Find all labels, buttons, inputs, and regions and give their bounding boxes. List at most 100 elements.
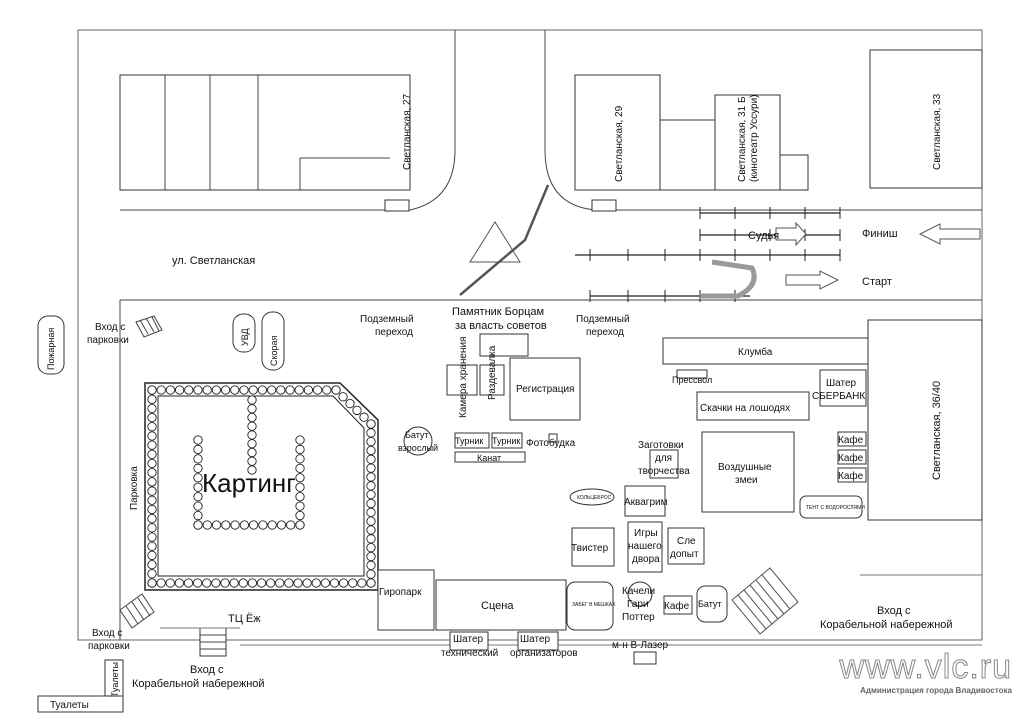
tire-ring	[366, 551, 376, 562]
tire-ring	[202, 520, 212, 530]
tire-ring	[247, 465, 257, 475]
wardrobe-box	[479, 364, 505, 396]
tire-ring	[147, 440, 157, 450]
tent-tech-line1: Шатер	[453, 634, 484, 645]
tire-ring	[329, 578, 340, 588]
tire-ring	[230, 385, 240, 395]
rope-label: Канат	[477, 453, 501, 463]
tire-ring	[357, 578, 367, 588]
tire-ring	[366, 534, 376, 544]
tire-ring	[147, 449, 157, 459]
potter-line2: Гари	[627, 599, 649, 610]
underpass-2-line2: переход	[586, 327, 624, 338]
entry-embank-left-line1: Вход с	[190, 664, 224, 676]
registration-label: Регистрация	[516, 384, 574, 395]
sber-box	[819, 369, 867, 407]
trampoline-big-circle	[403, 426, 433, 456]
blind-line2: допыт	[670, 549, 699, 560]
tire-ring	[165, 385, 176, 395]
tire-ring	[156, 578, 166, 588]
tire-ring	[174, 385, 185, 395]
tire-ring	[295, 510, 305, 521]
tire-ring	[295, 454, 305, 464]
tire-ring	[147, 550, 157, 561]
blind-line1: Сле	[677, 536, 696, 547]
tire-ring	[147, 458, 157, 469]
bld-31b-sub-label: (кинотеатр Уссури)	[749, 95, 760, 183]
sber-line2: СБЕРБАНК	[812, 391, 865, 402]
cafe-box-2	[837, 449, 867, 465]
tire-ring	[147, 504, 157, 515]
bld-36-box	[867, 319, 983, 521]
tire-ring	[275, 578, 285, 588]
tire-ring	[295, 520, 305, 530]
potter-circle	[627, 581, 653, 607]
tire-ring	[147, 394, 157, 404]
tire-ring	[366, 498, 376, 509]
tire-ring	[230, 520, 240, 530]
cafe-box-3	[837, 467, 867, 483]
tire-ring	[147, 559, 157, 570]
tent-tech-box	[449, 631, 489, 651]
trampoline-label: Батут	[698, 599, 722, 609]
bld-27-label: Светланская, 27	[402, 93, 413, 170]
tire-ring	[183, 578, 194, 588]
tire-ring	[156, 385, 166, 395]
tire-ring	[294, 385, 304, 395]
tire-ring	[147, 486, 157, 496]
tire-ring	[192, 578, 203, 588]
tire-ring	[359, 412, 369, 422]
tire-ring	[147, 431, 157, 441]
tire-ring	[366, 578, 376, 588]
tire-ring	[338, 392, 348, 402]
tire-ring	[247, 395, 257, 405]
tire-ring	[193, 463, 203, 473]
kart-track	[144, 382, 379, 591]
small-stand-label: ЗАБЕГ В МЕШКАХ	[572, 602, 616, 608]
toilets-vertical-label: Туалеты	[110, 662, 120, 697]
tire-ring	[147, 495, 157, 505]
tire-ring	[295, 473, 305, 483]
tire-ring	[276, 385, 286, 395]
blanks-box	[649, 449, 679, 479]
parking-label: Парковка	[129, 466, 140, 510]
tire-ring	[366, 481, 376, 491]
tire-ring	[257, 385, 268, 395]
tire-ring	[302, 578, 312, 588]
tire-ring	[320, 578, 331, 588]
kites-box	[701, 431, 795, 513]
tire-ring	[366, 560, 376, 570]
tent-org-box	[517, 631, 559, 651]
tire-ring	[147, 514, 157, 524]
monument-base	[479, 333, 529, 357]
judge-label: Судья	[748, 230, 779, 242]
tc-label: ТЦ Ёж	[228, 613, 261, 625]
tire-ring	[286, 520, 296, 530]
tire-ring	[147, 403, 157, 414]
horse-box	[696, 391, 810, 421]
uvd-box	[232, 313, 256, 353]
tire-ring	[147, 569, 157, 579]
laser-label: м-н В-Лазер	[612, 640, 669, 651]
trampoline-box	[696, 585, 728, 623]
tire-ring	[352, 405, 362, 416]
curved-barrier	[459, 184, 550, 296]
games-line1: Игры	[634, 528, 658, 539]
tire-ring	[366, 419, 376, 429]
tire-ring	[239, 520, 250, 530]
tire-ring	[221, 520, 231, 530]
tent-org-line1: Шатер	[520, 634, 551, 645]
tire-ring	[285, 385, 295, 395]
trampoline-big-line1: Батут	[405, 430, 429, 440]
tire-ring	[184, 385, 194, 395]
tire-ring	[295, 463, 305, 473]
tire-ring	[366, 463, 376, 473]
tire-ring	[238, 578, 248, 588]
tire-ring	[193, 501, 203, 511]
tire-ring	[247, 412, 257, 423]
small-stand-box	[566, 581, 614, 631]
monument-line1: Памятник Борцам	[452, 306, 544, 318]
tire-ring	[366, 490, 376, 500]
ring-toss-label: КОЛЬЦЕБРОС	[577, 495, 612, 501]
horse-race-label: Скачки на лошодях	[700, 403, 790, 414]
